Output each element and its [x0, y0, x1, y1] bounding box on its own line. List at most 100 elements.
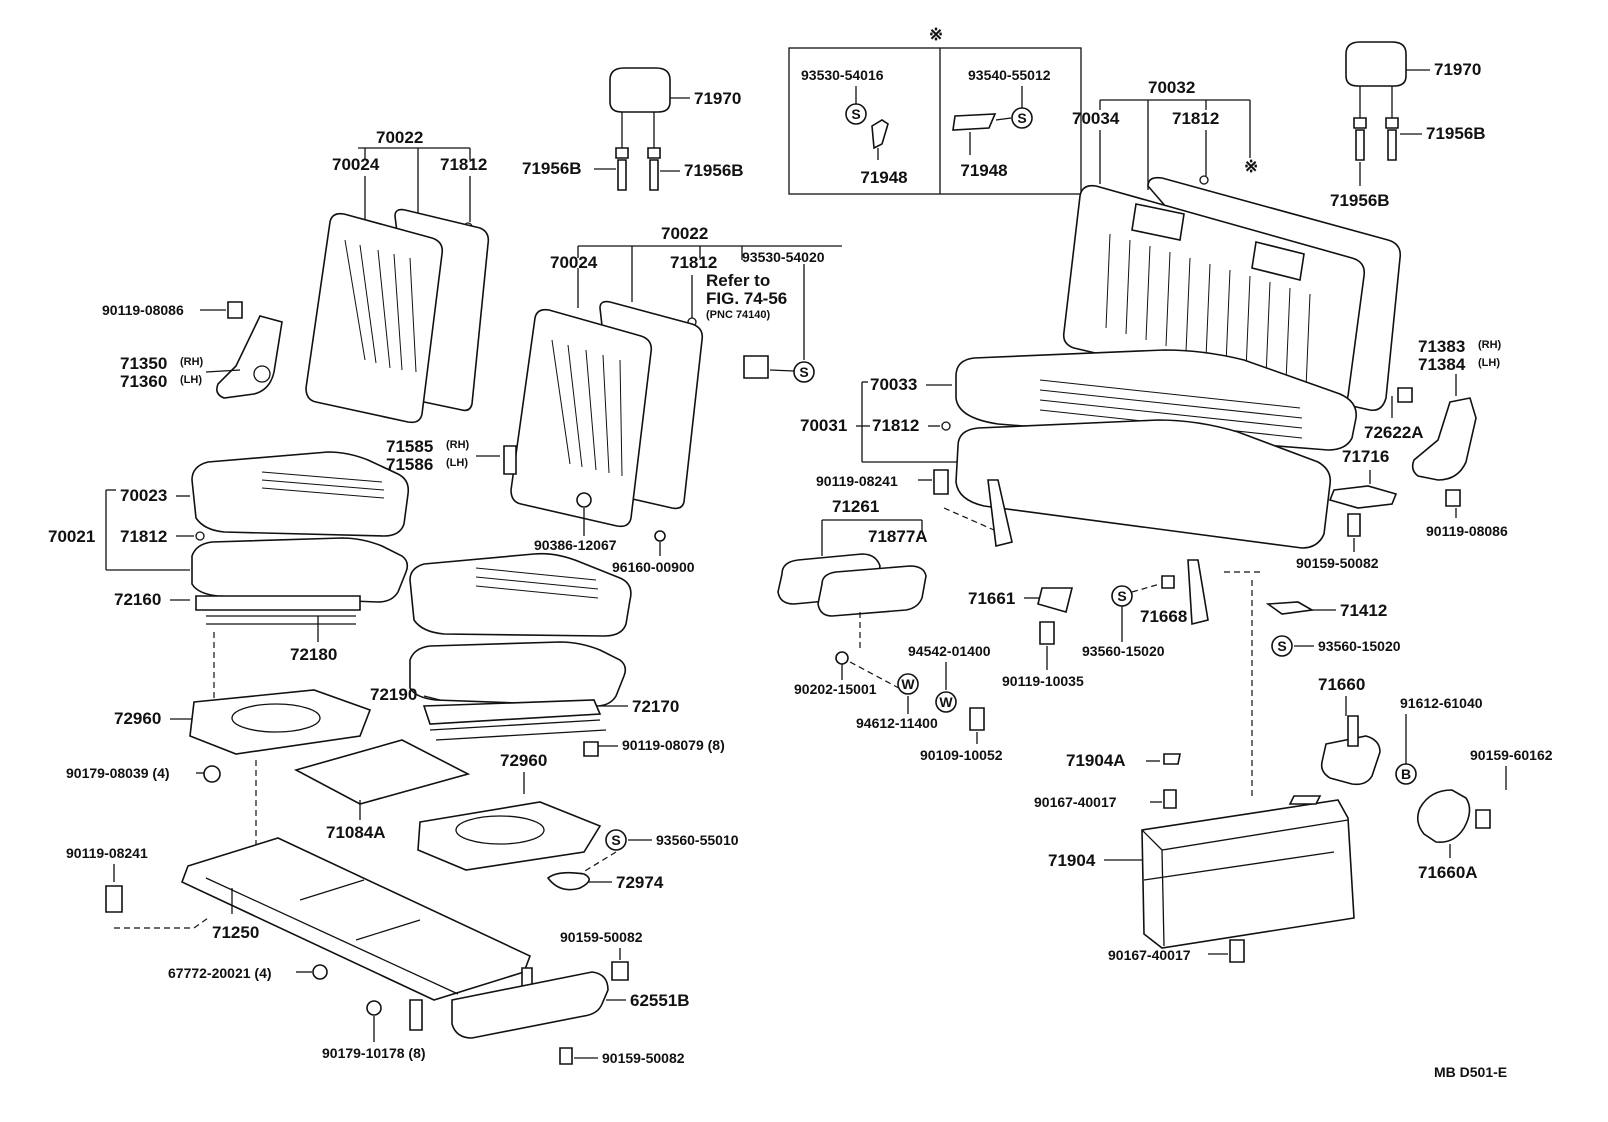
- label-72960-a: 72960: [114, 709, 161, 728]
- label-70024-a: 70024: [332, 155, 380, 174]
- label-67772: 67772-20021 (4): [168, 965, 272, 981]
- center-seatback: [510, 308, 653, 528]
- center-cushion-top: [409, 552, 632, 637]
- label-71384: 71384: [1418, 355, 1466, 374]
- box-right-item: 71948: [960, 161, 1007, 180]
- label-96160: 96160-00900: [612, 559, 695, 575]
- trim-62551B: [451, 971, 609, 1039]
- svg-text:S: S: [1117, 588, 1126, 604]
- label-70021: 70021: [48, 527, 95, 546]
- left-cushion-bottom: [191, 537, 409, 603]
- headrest-right: [1345, 41, 1407, 87]
- label-71412: 71412: [1340, 601, 1387, 620]
- headrest-left: 71970 71956B 71956B: [522, 67, 744, 191]
- label-72960-b: 72960: [500, 751, 547, 770]
- center-cushion-bottom: [409, 641, 627, 707]
- latch-71660: [1320, 735, 1381, 786]
- svg-text:※: ※: [1244, 157, 1258, 176]
- storage-box-71904: [1141, 799, 1355, 949]
- svg-text:S: S: [851, 106, 860, 122]
- label-71877A: 71877A: [868, 527, 928, 546]
- variant-box: ※ 93530-54016 93540-55012 S 71948 S 7194…: [788, 25, 1082, 195]
- label-71812-d: 71812: [1172, 109, 1219, 128]
- label-90159-50082-b: 90159-50082: [602, 1050, 685, 1066]
- swivel-plate-left: [189, 689, 372, 755]
- label-71586: 71586: [386, 455, 433, 474]
- label-93560-15020-a: 93560-15020: [1082, 643, 1165, 659]
- label-70031: 70031: [800, 416, 847, 435]
- label-91612: 91612-61040: [1400, 695, 1483, 711]
- latch-cover-71660A: [1416, 789, 1471, 844]
- armrest-71877A: [817, 565, 927, 617]
- label-71904: 71904: [1048, 851, 1096, 870]
- label-90167-a: 90167-40017: [1034, 794, 1117, 810]
- label-62551B: 62551B: [630, 991, 690, 1010]
- label-71812-e: 71812: [872, 416, 919, 435]
- label-93560-15020-b: 93560-15020: [1318, 638, 1401, 654]
- box-left-item: 71948: [860, 168, 907, 187]
- label-90159-50082-a: 90159-50082: [560, 929, 643, 945]
- label-70032: 70032: [1148, 78, 1195, 97]
- label-72974: 72974: [616, 873, 664, 892]
- bench-seat-assembly: 70032 70034 71812 ※ 70033 70031 71812: [800, 41, 1508, 626]
- storage-box-assembly: 71904A 90167-40017 71904 90167-40017: [1034, 751, 1355, 963]
- label-71585: 71585: [386, 437, 433, 456]
- label-72622A: 72622A: [1364, 423, 1424, 442]
- label-71812-a: 71812: [440, 155, 487, 174]
- label-90179-10178: 90179-10178 (8): [322, 1045, 426, 1061]
- label-90119-08086-b: 90119-08086: [1426, 523, 1508, 539]
- variant-box-frame: [788, 47, 1082, 195]
- left-seatback-assembly: 70022 70024 71812 90119-08086 71350 (RH)…: [102, 128, 490, 424]
- left-cushion-top: [191, 451, 410, 537]
- svg-text:S: S: [799, 364, 808, 380]
- pnc-ref: (PNC 74140): [706, 309, 771, 321]
- svg-text:W: W: [939, 694, 953, 710]
- box-left-part: 93530-54016: [801, 67, 884, 83]
- label-90119-08086-a: 90119-08086: [102, 302, 184, 318]
- label-71970-b: 71970: [1434, 60, 1481, 79]
- svg-text:S: S: [611, 832, 620, 848]
- label-71970-a: 71970: [694, 89, 741, 108]
- label-71812-c: 71812: [120, 527, 167, 546]
- label-90167-b: 90167-40017: [1108, 947, 1191, 963]
- svg-text:(LH): (LH): [180, 374, 202, 386]
- box-mark: ※: [929, 25, 943, 44]
- left-cushion-assembly: 70023 70021 71812 72160 72180 72960 9017…: [48, 451, 533, 1061]
- bench-cushion-bottom: [955, 419, 1332, 549]
- svg-text:(RH): (RH): [446, 439, 470, 451]
- label-90119-10035: 90119-10035: [1002, 673, 1084, 689]
- center-cushion-assembly: 72190 72170 90119-08079 (8) 72960 S 9356…: [370, 552, 739, 1066]
- label-90386: 90386-12067: [534, 537, 617, 553]
- svg-text:(LH): (LH): [446, 457, 468, 469]
- center-seatback-assembly: 70022 70024 71812 93530-54020 Refer to F…: [386, 224, 842, 575]
- label-93560-55010: 93560-55010: [656, 832, 739, 848]
- label-70022-b: 70022: [661, 224, 708, 243]
- label-71660A: 71660A: [1418, 863, 1478, 882]
- fig-ref: FIG. 74-56: [706, 289, 787, 308]
- svg-text:W: W: [901, 676, 915, 692]
- label-90119-08241-b: 90119-08241: [816, 473, 898, 489]
- label-71956B-b: 71956B: [684, 161, 744, 180]
- bench-hinge: [1411, 397, 1477, 481]
- swivel-plate-center: [417, 801, 602, 871]
- label-71084A: 71084A: [326, 823, 386, 842]
- label-90202: 90202-15001: [794, 681, 877, 697]
- label-71668: 71668: [1140, 607, 1187, 626]
- svg-text:(RH): (RH): [180, 356, 204, 368]
- svg-text:S: S: [1277, 638, 1286, 654]
- label-71956B-d: 71956B: [1330, 191, 1390, 210]
- label-90159-50082-c: 90159-50082: [1296, 555, 1379, 571]
- label-71350: 71350: [120, 354, 167, 373]
- label-72190: 72190: [370, 685, 417, 704]
- label-90119-08079: 90119-08079 (8): [622, 737, 725, 753]
- label-71360: 71360: [120, 372, 167, 391]
- label-90109: 90109-10052: [920, 747, 1003, 763]
- footer-code: MB D501-E: [1434, 1064, 1507, 1080]
- label-71716: 71716: [1342, 447, 1389, 466]
- label-71383: 71383: [1418, 337, 1465, 356]
- label-72160: 72160: [114, 590, 161, 609]
- label-94542: 94542-01400: [908, 643, 991, 659]
- label-93530-54020: 93530-54020: [742, 249, 825, 265]
- label-71261: 71261: [832, 497, 879, 516]
